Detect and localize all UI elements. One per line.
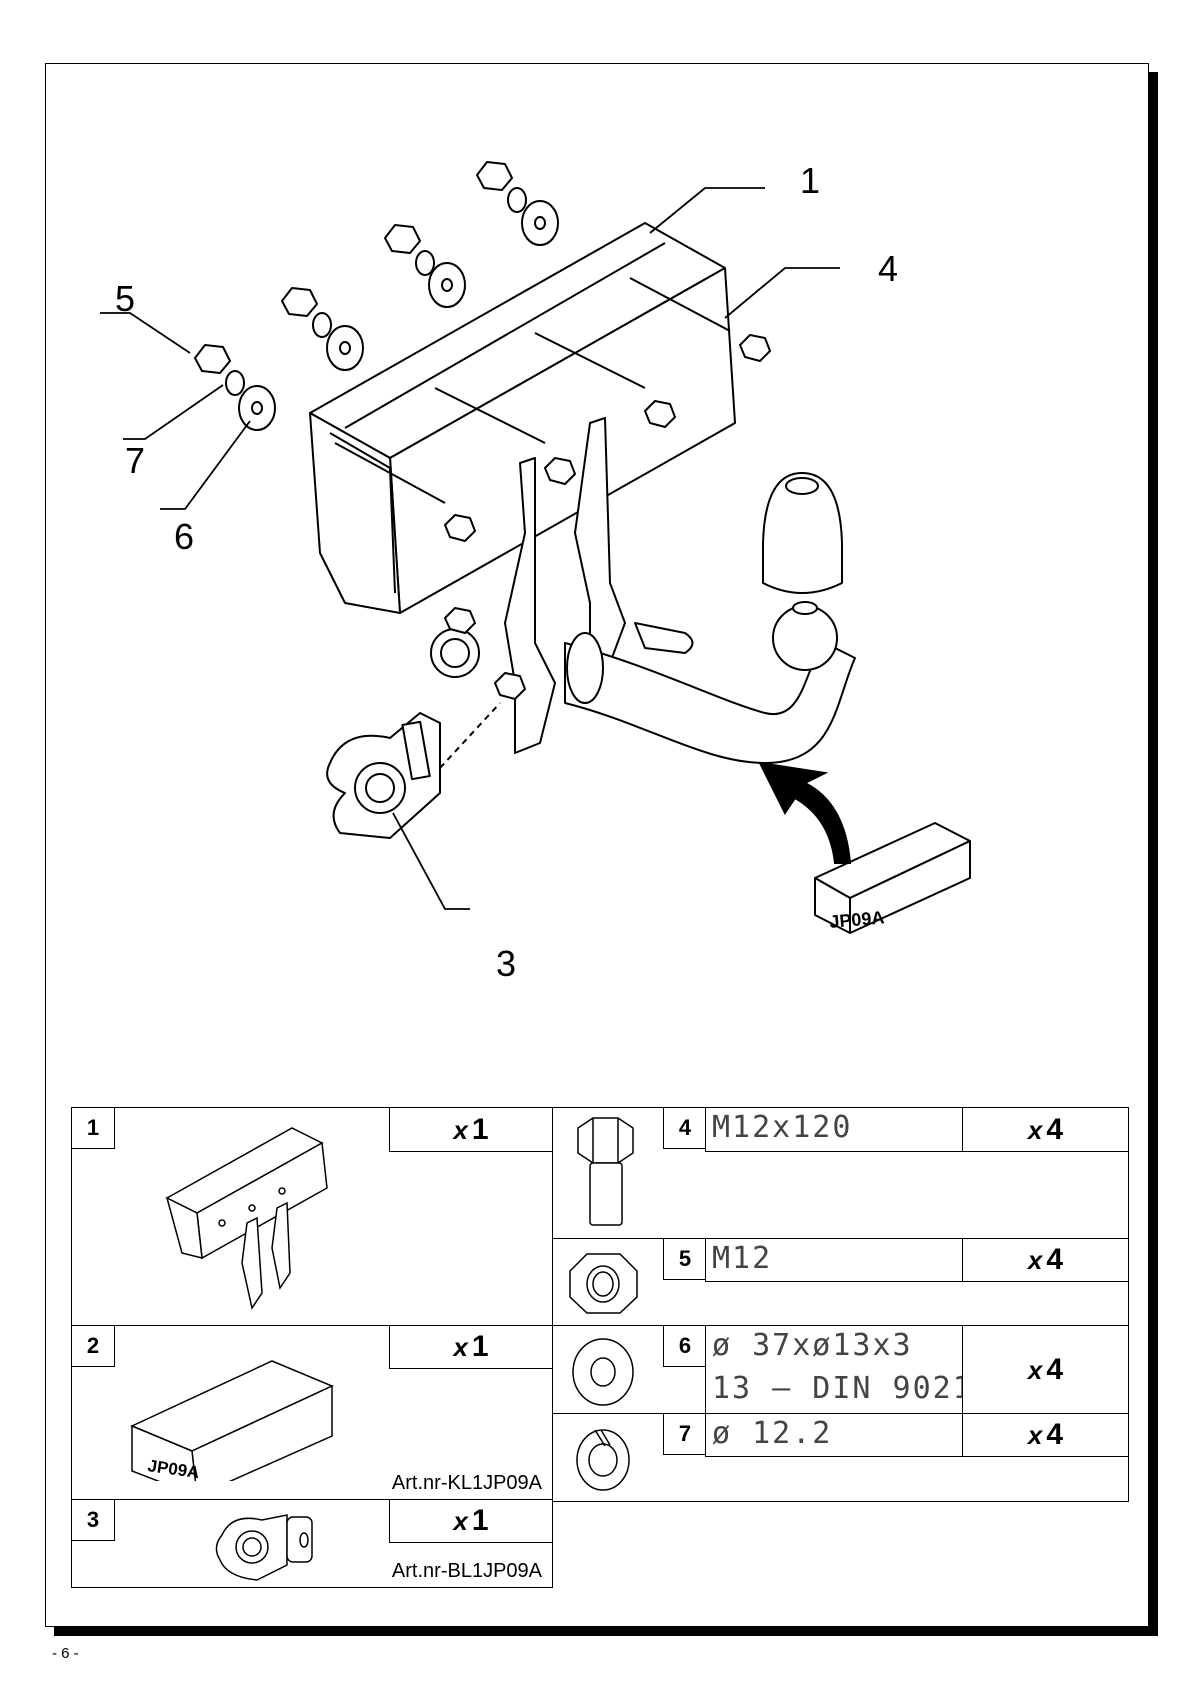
bolt-head xyxy=(644,400,676,428)
install-arrow xyxy=(758,761,852,864)
part-number: 1 xyxy=(71,1107,115,1149)
callout-5: 5 xyxy=(115,278,136,319)
exploded-assembly-diagram: JP09A xyxy=(100,161,971,934)
callout-3: 3 xyxy=(496,943,517,984)
part-number: 2 xyxy=(71,1325,115,1367)
tow-ball xyxy=(772,605,838,671)
spring-washer-thumbnail xyxy=(576,1429,630,1491)
page-number: - 6 - xyxy=(52,1645,79,1662)
hardware-row-4 xyxy=(476,161,559,246)
hardware-row-1 xyxy=(194,344,276,431)
hardware-row-2 xyxy=(281,287,364,371)
ball-cap xyxy=(762,472,843,594)
washer-thumbnail xyxy=(572,1338,634,1406)
crossbar-end-face xyxy=(309,412,401,614)
part-number: 4 xyxy=(663,1107,707,1149)
callout-4: 4 xyxy=(878,248,899,289)
part-number: 3 xyxy=(71,1499,115,1541)
part-number: 7 xyxy=(663,1413,707,1455)
box-label: JP09A xyxy=(829,907,886,932)
part-number: 6 xyxy=(663,1325,707,1367)
article-number: Art.nr-KL1JP09A xyxy=(391,1472,542,1494)
nut-thumbnail xyxy=(569,1253,638,1314)
bolt-head xyxy=(544,457,576,485)
crossbar-thumbnail xyxy=(165,1127,328,1310)
spec-box: M12x120 xyxy=(705,1107,964,1152)
spec-box: ø 12.2 xyxy=(705,1413,964,1457)
callout-1: 1 xyxy=(800,160,821,201)
bolt-thumbnail xyxy=(577,1117,634,1226)
part-number: 5 xyxy=(663,1238,707,1280)
socket-plate-thumbnail xyxy=(215,1514,313,1581)
instruction-box-thumbnail: JP09A xyxy=(130,1360,334,1481)
bolt-head xyxy=(739,334,771,362)
spec-box: M12 xyxy=(705,1238,964,1282)
spec-box: ø 37xø13x3 13 – DIN 9021 xyxy=(705,1325,971,1414)
hardware-row-3 xyxy=(384,224,466,308)
callout-6: 6 xyxy=(174,516,195,557)
bolt-head xyxy=(444,514,476,542)
callout-7: 7 xyxy=(125,440,146,481)
article-number: Art.nr-BL1JP09A xyxy=(391,1560,542,1582)
towbar-neck xyxy=(564,642,856,764)
